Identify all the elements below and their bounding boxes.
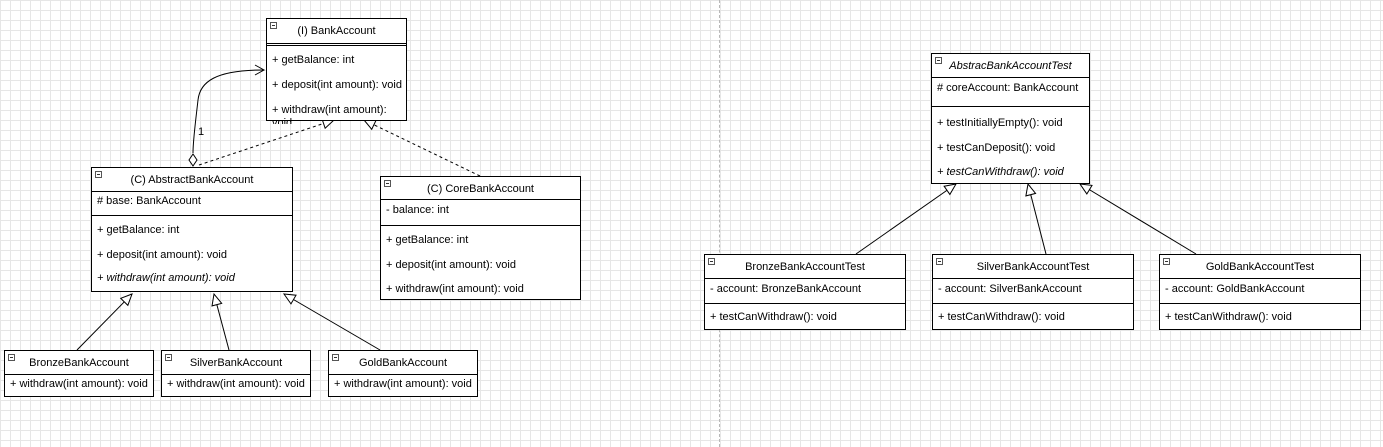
method: + testInitiallyEmpty(): void: [937, 117, 1063, 129]
inheritance-bronzetest-to-abstracttest: [855, 183, 957, 255]
class-name: BronzeBankAccountTest: [745, 261, 865, 273]
collapse-icon[interactable]: [1163, 258, 1170, 265]
methods-section: + getBalance: int + deposit(int amount):…: [381, 226, 580, 304]
attributes-section: # base: BankAccount: [92, 192, 292, 216]
collapse-icon[interactable]: [95, 171, 102, 178]
collapse-icon[interactable]: [8, 354, 15, 361]
attributes-section: - account: SilverBankAccount: [933, 279, 1133, 304]
class-goldbankaccount[interactable]: GoldBankAccount + withdraw(int amount): …: [328, 350, 478, 397]
methods-section: + testInitiallyEmpty(): void + testCanDe…: [932, 107, 1089, 187]
class-name: (C) AbstractBankAccount: [130, 174, 254, 186]
attribute: - account: SilverBankAccount: [938, 283, 1082, 295]
collapse-icon[interactable]: [332, 354, 339, 361]
method: + withdraw(int amount): void: [272, 104, 387, 124]
inheritance-silvertest-to-abstracttest: [1025, 182, 1047, 255]
page-divider: [719, 0, 720, 447]
method: + deposit(int amount): void: [97, 249, 227, 261]
class-bankaccount[interactable]: (I) BankAccount + getBalance: int + depo…: [266, 18, 407, 124]
realization-core-to-bankaccount: [362, 119, 481, 177]
method: + testCanWithdraw(): void: [938, 311, 1065, 323]
methods-section: + testCanWithdraw(): void: [933, 304, 1133, 327]
inheritance-gold-to-abstract: [282, 293, 381, 351]
attribute: - account: GoldBankAccount: [1165, 283, 1305, 295]
method: + withdraw(int amount): void: [386, 283, 524, 295]
attributes-section: - account: BronzeBankAccount: [705, 279, 905, 304]
attribute: - account: BronzeBankAccount: [710, 283, 862, 295]
class-name: (I) BankAccount: [297, 25, 376, 37]
method: + withdraw(int amount): void: [334, 378, 472, 390]
method: + testCanDeposit(): void: [937, 142, 1056, 154]
class-silverbankaccount[interactable]: SilverBankAccount + withdraw(int amount)…: [161, 350, 311, 397]
inheritance-goldtest-to-abstracttest: [1078, 183, 1197, 255]
method-abstract: + withdraw(int amount): void: [97, 272, 235, 284]
class-abstractbankaccounttest[interactable]: AbstracBankAccountTest # coreAccount: Ba…: [931, 53, 1090, 184]
multiplicity-label: 1: [198, 126, 204, 138]
attribute: # coreAccount: BankAccount: [937, 82, 1079, 94]
class-name: GoldBankAccount: [358, 357, 448, 369]
collapse-icon[interactable]: [384, 180, 391, 187]
class-bronzebankaccounttest[interactable]: BronzeBankAccountTest - account: BronzeB…: [704, 254, 906, 330]
class-header: (C) CoreBankAccount: [381, 177, 580, 200]
class-header: BronzeBankAccountTest: [705, 255, 905, 279]
class-goldbankaccounttest[interactable]: GoldBankAccountTest - account: GoldBankA…: [1159, 254, 1361, 330]
class-header: AbstracBankAccountTest: [932, 54, 1089, 78]
collapse-icon[interactable]: [270, 22, 277, 29]
class-header: (I) BankAccount: [267, 19, 406, 46]
method-abstract: + testCanWithdraw(): void: [937, 166, 1064, 178]
methods-section: + getBalance: int + deposit(int amount):…: [92, 216, 292, 293]
class-name: (C) CoreBankAccount: [427, 183, 534, 195]
inheritance-bronze-to-abstract: [76, 293, 133, 351]
attributes-section: - account: GoldBankAccount: [1160, 279, 1360, 304]
method: + getBalance: int: [97, 224, 180, 236]
class-name: GoldBankAccountTest: [1205, 261, 1315, 273]
method: + deposit(int amount): void: [272, 79, 402, 91]
class-name: AbstracBankAccountTest: [949, 60, 1072, 72]
method: + testCanWithdraw(): void: [710, 311, 837, 323]
method: + deposit(int amount): void: [386, 259, 516, 271]
aggregation-diamond: [188, 153, 198, 167]
attributes-section: # coreAccount: BankAccount: [932, 78, 1089, 107]
class-abstractbankaccount[interactable]: (C) AbstractBankAccount # base: BankAcco…: [91, 167, 293, 292]
class-name: SilverBankAccountTest: [976, 261, 1090, 273]
inheritance-silver-to-abstract: [211, 292, 230, 351]
class-header: (C) AbstractBankAccount: [92, 168, 292, 192]
attribute: # base: BankAccount: [97, 195, 201, 207]
class-header: SilverBankAccount: [162, 351, 310, 375]
methods-section: + testCanWithdraw(): void: [1160, 304, 1360, 327]
aggregation-base-to-bankaccount: [192, 64, 266, 154]
methods-section: + withdraw(int amount): void: [162, 375, 310, 394]
method: + getBalance: int: [386, 234, 469, 246]
methods-section: + withdraw(int amount): void: [329, 375, 477, 394]
method: + getBalance: int: [272, 54, 355, 66]
methods-section: + testCanWithdraw(): void: [705, 304, 905, 327]
class-corebankaccount[interactable]: (C) CoreBankAccount - balance: int + get…: [380, 176, 581, 300]
collapse-icon[interactable]: [935, 57, 942, 64]
method: + withdraw(int amount): void: [167, 378, 305, 390]
class-name: BronzeBankAccount: [29, 357, 129, 369]
class-name: SilverBankAccount: [189, 357, 283, 369]
method: + testCanWithdraw(): void: [1165, 311, 1292, 323]
class-silverbankaccounttest[interactable]: SilverBankAccountTest - account: SilverB…: [932, 254, 1134, 330]
class-header: SilverBankAccountTest: [933, 255, 1133, 279]
class-bronzebankaccount[interactable]: BronzeBankAccount + withdraw(int amount)…: [4, 350, 154, 397]
class-header: BronzeBankAccount: [5, 351, 153, 375]
attribute: - balance: int: [386, 204, 449, 216]
method: + withdraw(int amount): void: [10, 378, 148, 390]
methods-section: + withdraw(int amount): void: [5, 375, 153, 394]
attributes-section: - balance: int: [381, 200, 580, 226]
class-header: GoldBankAccount: [329, 351, 477, 375]
methods-section: + getBalance: int + deposit(int amount):…: [267, 46, 406, 128]
collapse-icon[interactable]: [936, 258, 943, 265]
collapse-icon[interactable]: [165, 354, 172, 361]
class-header: GoldBankAccountTest: [1160, 255, 1360, 279]
collapse-icon[interactable]: [708, 258, 715, 265]
